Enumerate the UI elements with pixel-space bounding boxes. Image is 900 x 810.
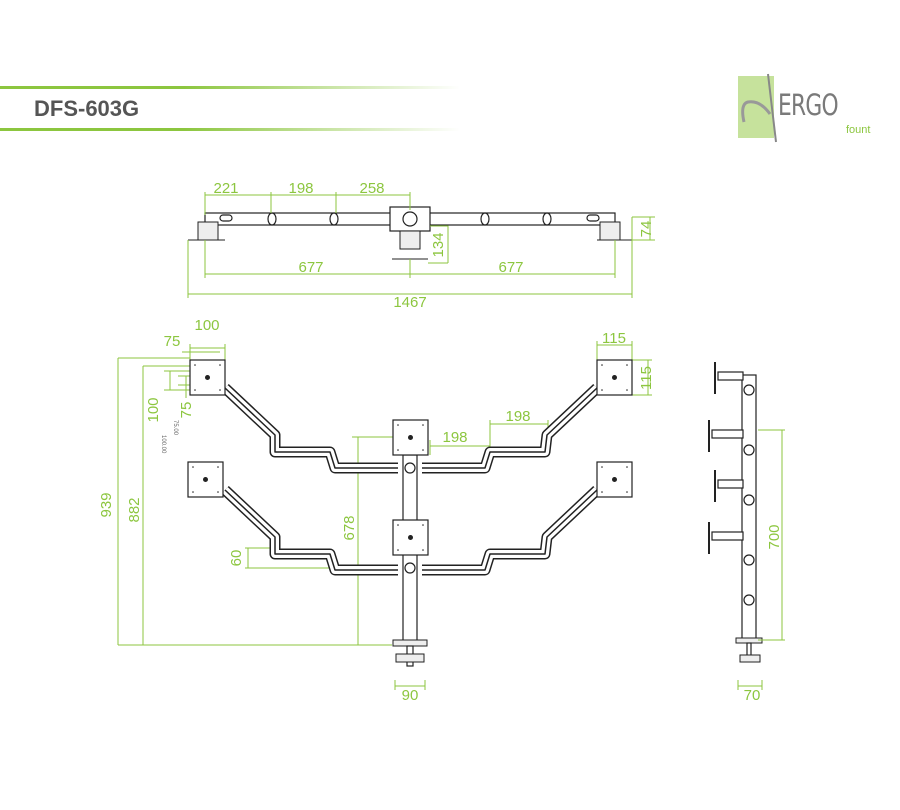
plate-hole <box>408 435 413 440</box>
plate-screw <box>219 389 221 391</box>
plate-screw <box>422 424 424 426</box>
note-75: 75.00 <box>172 420 178 436</box>
plate-screw <box>601 389 603 391</box>
side-joint <box>743 594 755 606</box>
side-view <box>708 362 785 690</box>
side-mount-arm <box>711 429 744 439</box>
side-joint <box>743 384 755 396</box>
page-title: DFS-603G <box>34 96 140 121</box>
dim-90: 90 <box>402 687 419 704</box>
dim-258: 258 <box>359 180 384 197</box>
front-view <box>117 341 652 690</box>
side-clamp-pad <box>739 654 761 663</box>
dim-882: 882 <box>126 497 143 522</box>
dim-75-h: 75 <box>164 333 181 350</box>
plate-screw <box>626 364 628 366</box>
top-center-clamp <box>399 230 421 250</box>
top-view <box>187 192 655 298</box>
dim-700: 700 <box>766 524 783 549</box>
ergofount-logo: ERGO fount <box>738 73 888 146</box>
clamp-top <box>392 639 428 647</box>
plate-screw <box>397 449 399 451</box>
side-joint <box>743 554 755 566</box>
dim-60: 60 <box>228 550 245 567</box>
plate-screw <box>422 524 424 526</box>
arm-body <box>222 385 398 472</box>
dim-100-v: 100 <box>145 397 162 422</box>
dim-134: 134 <box>430 232 447 257</box>
logo-arm-icon <box>741 73 777 143</box>
top-left-clamp <box>197 221 219 241</box>
dim-198-a: 198 <box>442 429 467 446</box>
dim-115-h: 115 <box>602 330 626 347</box>
plate-screw <box>219 364 221 366</box>
plate-screw <box>194 364 196 366</box>
side-joint <box>743 444 755 456</box>
plate-hole <box>612 477 617 482</box>
arm-spring <box>422 387 598 469</box>
side-joint <box>743 494 755 506</box>
arm-spring <box>224 387 398 469</box>
plate-hole <box>203 477 208 482</box>
plate-screw <box>601 491 603 493</box>
plate-screw <box>194 389 196 391</box>
plate-screw <box>192 491 194 493</box>
plate-screw <box>422 549 424 551</box>
dim-677-right: 677 <box>498 259 523 276</box>
dim-198-top: 198 <box>288 180 313 197</box>
plate-screw <box>397 524 399 526</box>
plate-screw <box>397 424 399 426</box>
dim-221: 221 <box>213 180 238 197</box>
arm-body <box>422 487 600 574</box>
arm-spring <box>422 489 598 571</box>
plate-screw <box>601 466 603 468</box>
dim-115-v: 115 <box>638 366 655 390</box>
arm-body <box>222 487 398 574</box>
top-hub-joint <box>402 211 418 227</box>
plate-screw <box>397 549 399 551</box>
header-rule-top <box>0 86 460 89</box>
dim-75-v: 75 <box>178 402 195 419</box>
arm-spring <box>224 489 398 571</box>
logo-sub: fount <box>846 124 871 136</box>
dim-198-b: 198 <box>505 408 530 425</box>
logo-brand: ERGO <box>778 88 839 122</box>
dim-70: 70 <box>744 687 761 704</box>
plate-screw <box>601 364 603 366</box>
dim-100-h: 100 <box>194 317 219 334</box>
dim-74: 74 <box>638 221 655 238</box>
side-mount-arm <box>711 531 744 541</box>
plate-screw <box>192 466 194 468</box>
side-mount-arm <box>717 479 744 489</box>
plate-screw <box>626 389 628 391</box>
clamp-pad <box>395 653 425 663</box>
plate-screw <box>217 491 219 493</box>
dim-677-left: 677 <box>298 259 323 276</box>
plate-screw <box>626 466 628 468</box>
dim-939: 939 <box>98 492 115 517</box>
header-rule-bottom <box>0 128 460 131</box>
pole-joint <box>404 462 416 474</box>
arm-body <box>422 385 600 472</box>
plate-hole <box>408 535 413 540</box>
plate-hole <box>612 375 617 380</box>
plate-screw <box>626 491 628 493</box>
plate-screw <box>217 466 219 468</box>
side-mount-arm <box>717 371 744 381</box>
plate-hole <box>205 375 210 380</box>
dim-678: 678 <box>341 515 358 540</box>
dim-1467: 1467 <box>393 294 426 311</box>
monitor-plate-center-top <box>392 419 429 456</box>
top-right-clamp <box>599 221 621 241</box>
plate-screw <box>422 449 424 451</box>
note-100: 100.00 <box>160 435 166 454</box>
pole-joint <box>404 562 416 574</box>
